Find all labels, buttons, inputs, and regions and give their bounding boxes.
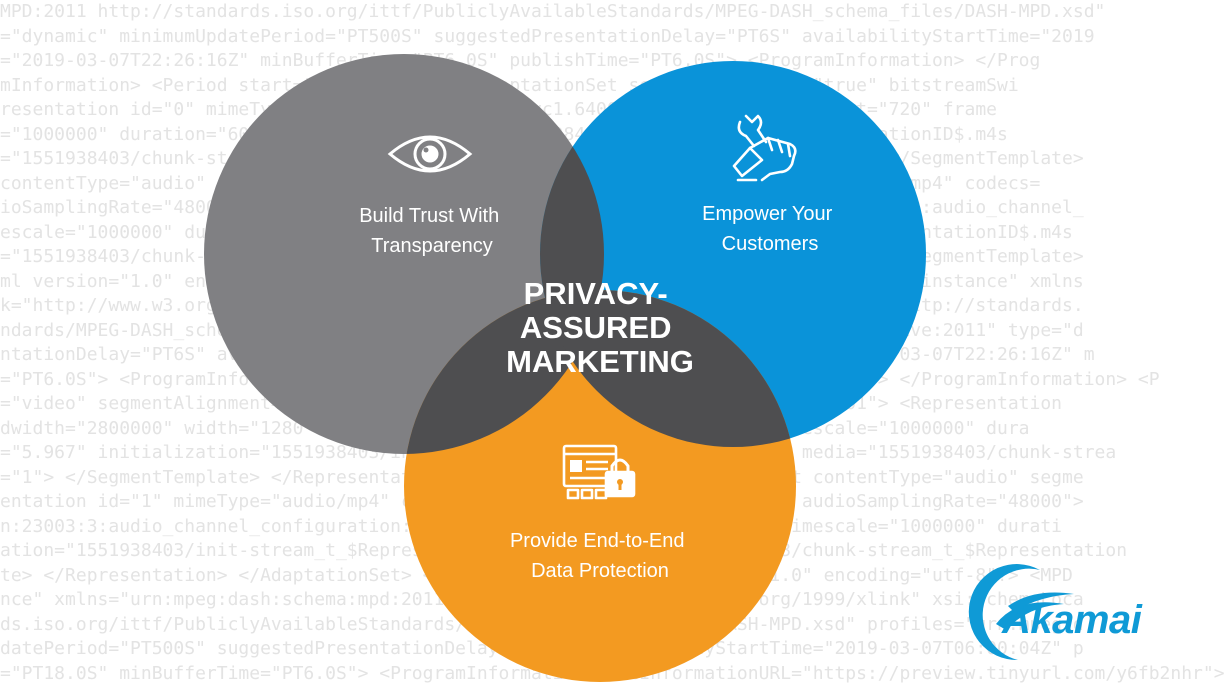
empower-label-line-1: Empower Your xyxy=(702,203,832,225)
background-code-line: ="dynamic" minimumUpdatePeriod="PT500S" … xyxy=(0,25,1095,47)
center-label: PRIVACY- ASSURED MARKETING xyxy=(506,276,694,379)
empower-label-line-2: Customers xyxy=(722,233,819,255)
profile-lock-icon xyxy=(562,444,636,500)
protection-label-line-2: Data Protection xyxy=(531,560,669,582)
overlap-regions xyxy=(404,61,796,454)
wrench-fist-icon xyxy=(732,114,797,182)
overlap-trust-protection xyxy=(404,290,604,454)
background-code-line: MPD:2011 http://standards.iso.org/ittf/P… xyxy=(0,1,1106,22)
protection-label: Provide End-to-End Data Protection xyxy=(510,530,690,582)
center-label-line-2: ASSURED xyxy=(520,310,672,345)
center-label-line-3: MARKETING xyxy=(506,344,694,379)
empower-label: Empower Your Customers xyxy=(702,203,838,255)
center-label-line-1: PRIVACY- xyxy=(524,276,668,311)
protection-label-line-1: Provide End-to-End xyxy=(510,530,685,552)
venn-diagram: Build Trust With Transparency Empower Yo… xyxy=(204,54,926,682)
eye-icon xyxy=(387,135,473,173)
trust-label-line-2: Transparency xyxy=(371,235,493,257)
akamai-logo: Akamai xyxy=(968,564,1188,666)
trust-label: Build Trust With Transparency xyxy=(359,205,505,257)
akamai-wave-icon xyxy=(968,564,1074,661)
overlap-empower-protection xyxy=(540,290,796,447)
background-code-line: ="PT18.0S" minBufferTime="PT6.0S"> <Prog… xyxy=(0,662,1225,684)
akamai-logo-text: Akamai xyxy=(1002,598,1142,642)
trust-label-line-1: Build Trust With xyxy=(359,205,499,227)
